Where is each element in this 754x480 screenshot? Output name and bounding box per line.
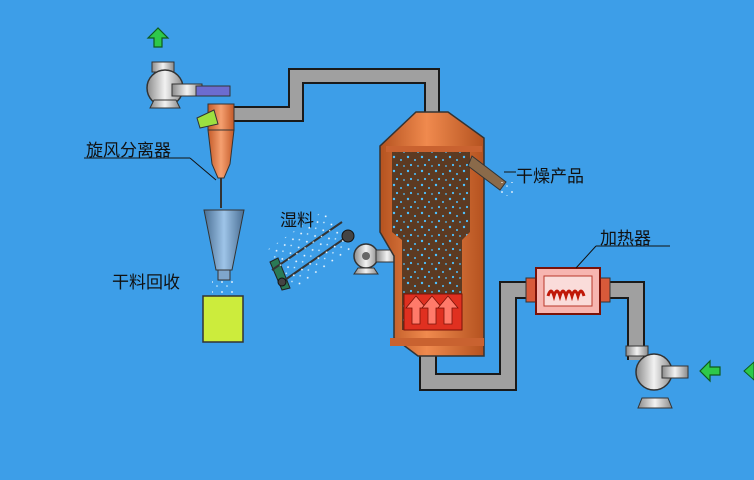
top-air-duct	[230, 68, 440, 122]
product-discharge-chute	[467, 155, 516, 196]
label-wet-material: 湿料	[280, 211, 314, 231]
collection-hopper	[203, 209, 245, 281]
exhaust-arrow-icon	[146, 27, 170, 48]
bottom-air-duct	[419, 281, 645, 391]
label-leaders	[84, 157, 670, 269]
inlet-fan	[625, 345, 689, 409]
inlet-arrow-partial-icon	[743, 361, 754, 381]
hot-air-inlet-zone	[403, 293, 463, 331]
cyclone-separator	[196, 103, 235, 208]
falling-dry-powder	[212, 280, 234, 296]
heating-coil-icon	[546, 289, 586, 302]
wet-feed-conveyor	[266, 210, 355, 291]
label-dry-material-recovery: 干料回收	[112, 273, 180, 293]
label-cyclone-separator: 旋风分离器	[86, 141, 171, 161]
inlet-arrow-icon	[699, 359, 721, 383]
exhaust-fan	[146, 61, 231, 109]
label-dried-product: 干燥产品	[516, 167, 584, 187]
label-heater: 加热器	[600, 229, 651, 249]
collector-bin	[202, 295, 244, 343]
